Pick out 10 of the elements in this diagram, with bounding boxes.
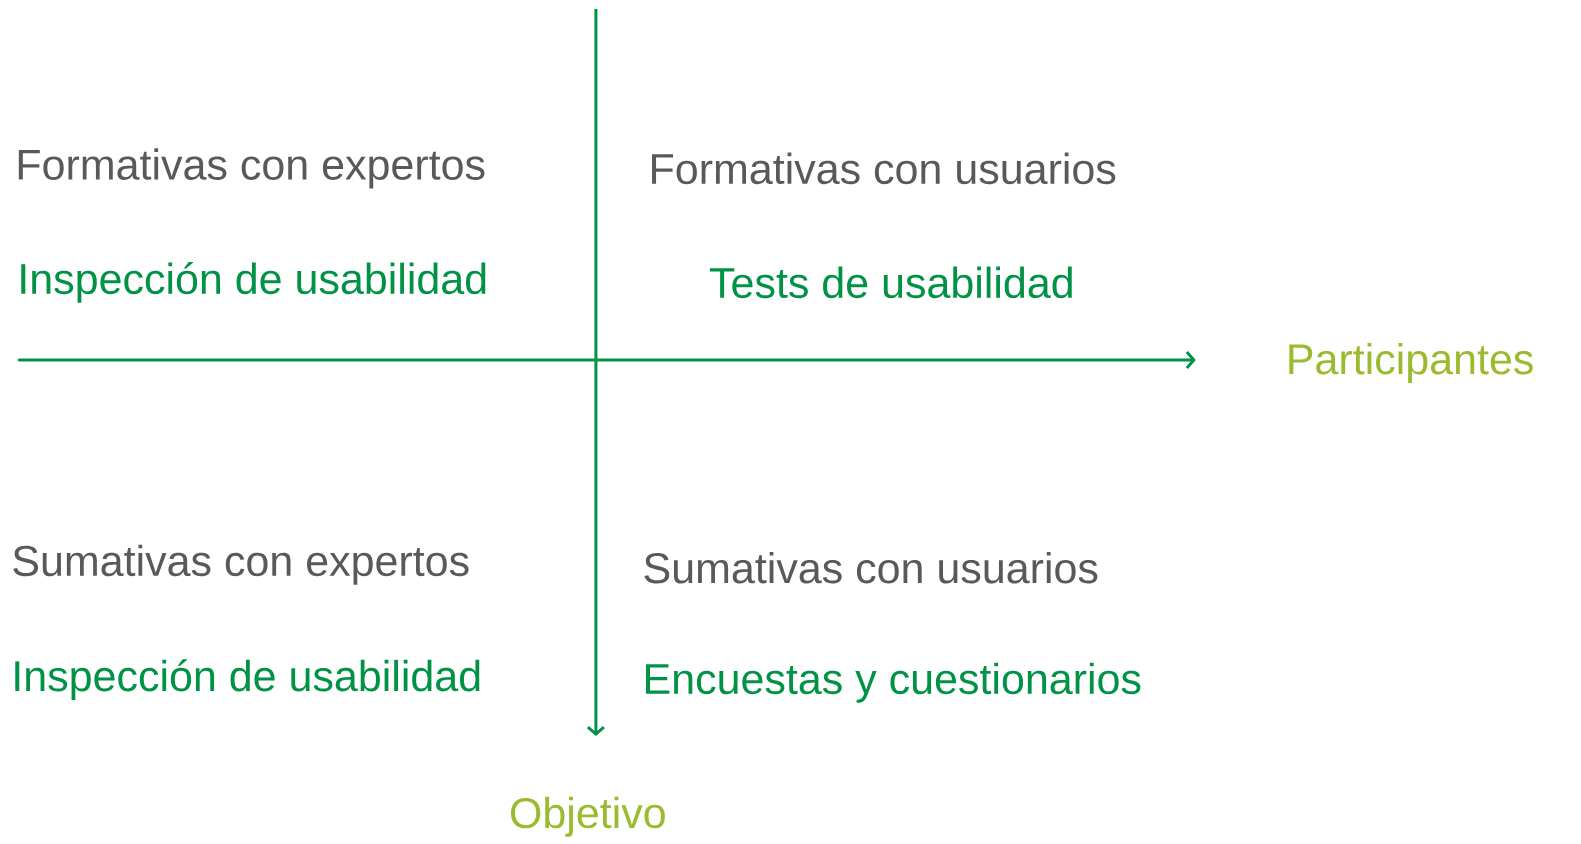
- method-label: Inspección de usabilidad: [21, 262, 486, 303]
- quadrant-heading: Sumativas con expertos: [13, 544, 469, 585]
- axis-label: Participantes: [1289, 342, 1533, 384]
- method-label: Inspección de usabilidad: [15, 659, 480, 700]
- quadrant-heading: Formativas con usuarios: [652, 152, 1116, 185]
- method-label: Encuestas y cuestionarios: [646, 662, 1141, 703]
- axis-label: Objetivo: [511, 796, 665, 837]
- quadrant-heading: Formativas con expertos: [18, 148, 485, 189]
- quadrant-heading: Sumativas con usuarios: [644, 551, 1098, 584]
- method-label: Tests de usabilidad: [710, 266, 1072, 299]
